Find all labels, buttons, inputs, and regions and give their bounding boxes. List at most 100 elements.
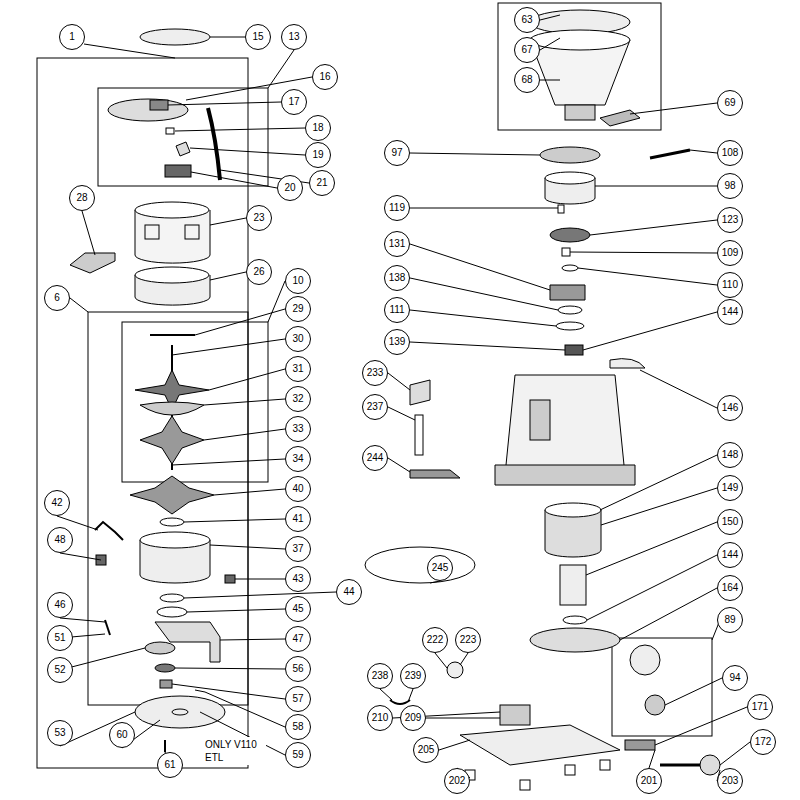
- washer: [563, 616, 587, 624]
- spout: [410, 380, 430, 405]
- shutter: [600, 110, 640, 126]
- callout-circle: 144: [717, 542, 743, 568]
- callout-number: 46: [54, 600, 65, 610]
- callout-circle: 30: [285, 326, 311, 352]
- callout-circle: 26: [246, 259, 272, 285]
- callout-circle: 123: [717, 207, 743, 233]
- callout-circle: 63: [514, 7, 540, 33]
- callout-number: 13: [288, 32, 299, 42]
- callout-circle: 222: [422, 627, 448, 653]
- callout-number: 30: [292, 334, 303, 344]
- callout-number: 164: [722, 583, 739, 593]
- window: [145, 225, 159, 239]
- pin: [150, 334, 195, 336]
- clip: [390, 700, 410, 704]
- cover: [610, 359, 645, 368]
- callout-number: 33: [292, 424, 303, 434]
- callout-number: 144: [722, 550, 739, 560]
- callout-circle: 41: [285, 506, 311, 532]
- callout-circle: 171: [747, 694, 773, 720]
- callout-number: 233: [367, 368, 384, 378]
- washer: [556, 322, 584, 330]
- gasket: [365, 547, 475, 583]
- callout-number: 150: [722, 517, 739, 527]
- callout-number: 41: [292, 514, 303, 524]
- plate: [135, 696, 225, 728]
- callout-circle: 89: [717, 607, 743, 633]
- switch: [630, 645, 660, 675]
- callout-number: 42: [51, 498, 62, 508]
- callout-circle: 43: [285, 566, 311, 592]
- foot: [600, 760, 610, 770]
- callout-number: 202: [449, 776, 466, 786]
- callout-circle: 13: [281, 24, 307, 50]
- callout-number: 1: [69, 32, 75, 42]
- callout-circle: 69: [717, 90, 743, 116]
- ring-top: [135, 267, 209, 283]
- screw: [562, 248, 570, 256]
- callout-number: 144: [722, 307, 739, 317]
- callout-circle: 45: [285, 596, 311, 622]
- flange: [540, 147, 600, 163]
- knob: [145, 642, 175, 654]
- callout-number: 172: [755, 737, 772, 747]
- disc: [108, 99, 188, 121]
- callout-number: 43: [292, 574, 303, 584]
- callout-circle: 61: [157, 752, 183, 778]
- callout-number: 19: [312, 150, 323, 160]
- hopper-neck: [565, 105, 595, 120]
- washer: [160, 594, 184, 602]
- capacitor: [500, 705, 530, 725]
- callout-circle: 10: [285, 268, 311, 294]
- callout-number: 67: [521, 45, 532, 55]
- callout-circle: 60: [109, 722, 135, 748]
- callout-number: 44: [343, 587, 354, 597]
- motor-top: [545, 503, 601, 517]
- callout-number: 148: [722, 450, 739, 460]
- callout-circle: 202: [444, 768, 470, 794]
- callout-circle: 59: [285, 742, 311, 768]
- callout-number: 69: [724, 98, 735, 108]
- callout-number: 56: [292, 664, 303, 674]
- callout-circle: 48: [47, 527, 73, 553]
- callout-circle: 210: [367, 705, 393, 731]
- callout-number: 131: [389, 239, 406, 249]
- callout-circle: 172: [750, 729, 776, 755]
- callout-number: 210: [372, 713, 389, 723]
- group-frame: [88, 312, 248, 705]
- callout-number: 10: [292, 276, 303, 286]
- callout-circle: 223: [455, 627, 481, 653]
- callout-circle: 201: [636, 768, 662, 794]
- callout-number: 203: [722, 776, 739, 786]
- callout-number: 58: [292, 722, 303, 732]
- callout-number: 34: [292, 454, 303, 464]
- foot: [565, 765, 575, 775]
- callout-circle: 164: [717, 575, 743, 601]
- group-frame: [498, 3, 661, 130]
- callout-circle: 110: [717, 272, 743, 298]
- callout-circle: 148: [717, 442, 743, 468]
- callout-number: 110: [722, 280, 738, 290]
- callout-circle: 44: [336, 579, 362, 605]
- switch: [165, 165, 191, 177]
- blade: [130, 476, 214, 514]
- callout-number: 29: [292, 304, 303, 314]
- callout-circle: 21: [309, 170, 335, 196]
- callout-circle: 237: [362, 394, 388, 420]
- cable: [660, 764, 700, 767]
- callout-number: 26: [253, 267, 264, 277]
- callout-circle: 29: [285, 296, 311, 322]
- callout-circle: 97: [384, 140, 410, 166]
- callout-number: 63: [521, 15, 532, 25]
- callout-circle: 46: [47, 592, 73, 618]
- callout-circle: 149: [717, 475, 743, 501]
- callout-circle: 119: [384, 195, 410, 221]
- screw: [164, 740, 166, 752]
- callout-circle: 19: [305, 142, 331, 168]
- callout-number: 18: [312, 123, 323, 133]
- callout-number: 119: [389, 203, 405, 213]
- callout-number: 171: [752, 702, 769, 712]
- rod: [415, 415, 423, 455]
- callout-circle: 108: [717, 140, 743, 166]
- callout-number: 245: [432, 563, 449, 573]
